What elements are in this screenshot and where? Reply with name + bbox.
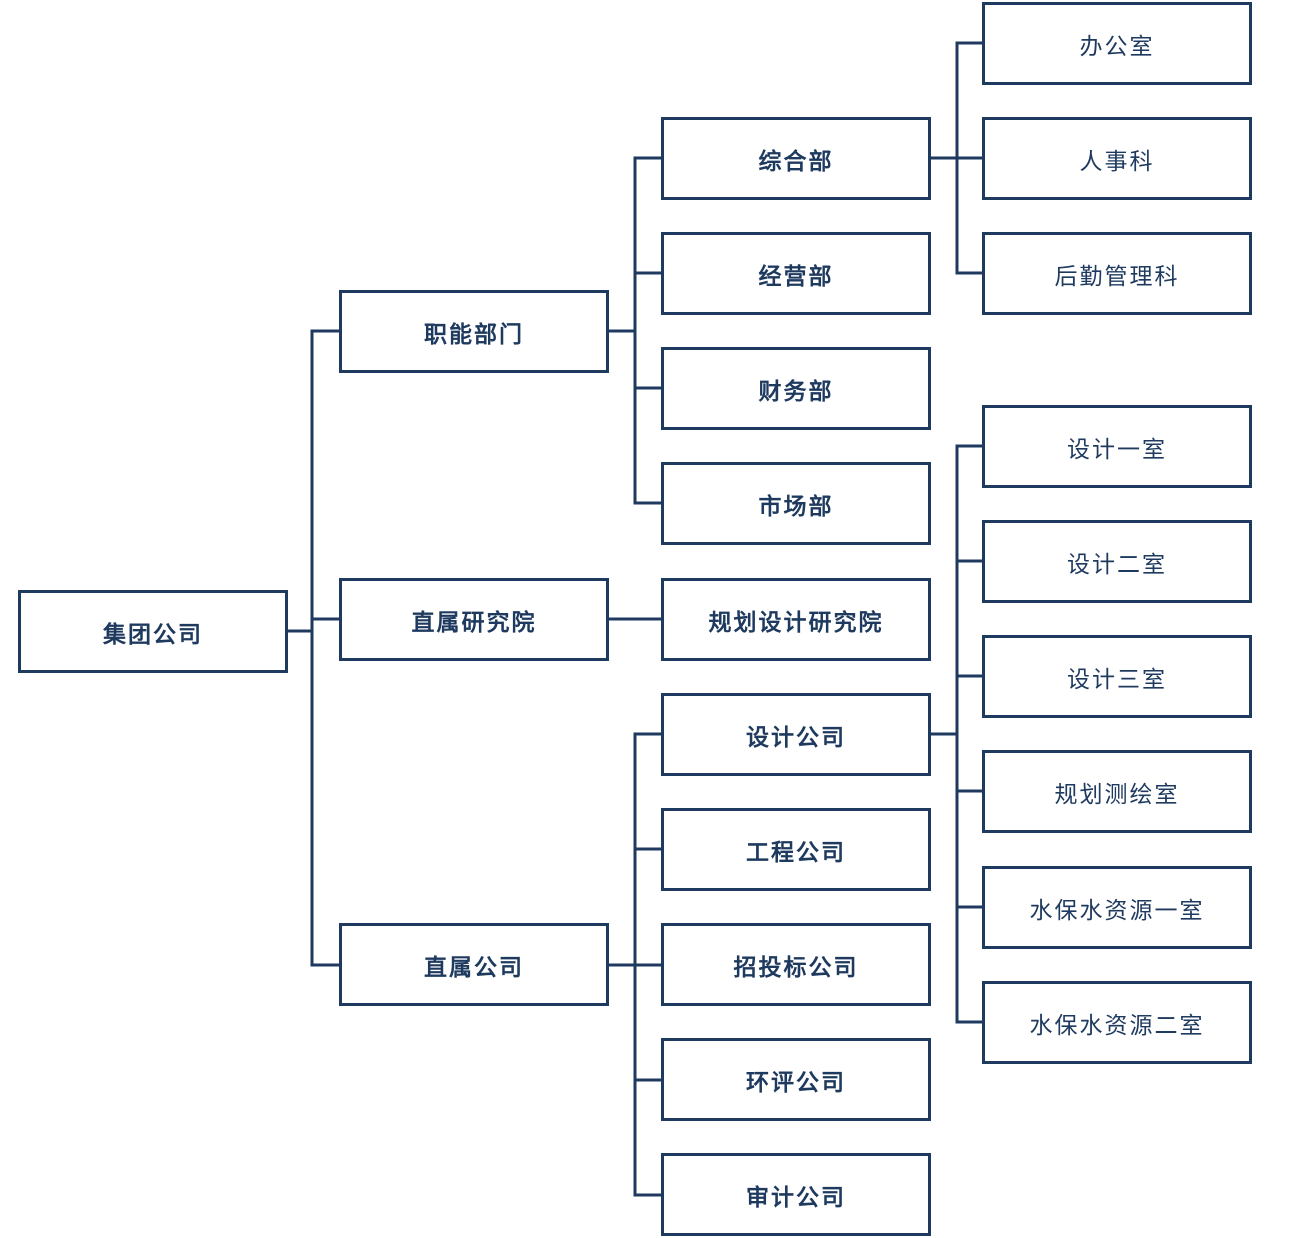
node-water-conservation-office-2: 水保水资源二室 [982, 981, 1252, 1064]
node-environmental-assessment-company: 环评公司 [661, 1038, 931, 1121]
node-label: 水保水资源一室 [1029, 897, 1205, 924]
node-personnel-section: 人事科 [982, 117, 1252, 200]
node-label: 集团公司 [103, 620, 203, 648]
node-finance-department: 财务部 [661, 347, 931, 430]
node-design-office-1: 设计一室 [982, 405, 1252, 488]
node-label: 设计公司 [746, 723, 846, 751]
node-affiliated-institute: 直属研究院 [339, 578, 609, 661]
node-label: 直属研究院 [411, 608, 537, 636]
node-label: 招投标公司 [733, 953, 859, 981]
node-label: 直属公司 [424, 953, 524, 981]
node-label: 设计三室 [1067, 666, 1167, 693]
node-logistics-section: 后勤管理科 [982, 232, 1252, 315]
node-marketing-department: 市场部 [661, 462, 931, 545]
node-label: 经营部 [758, 262, 834, 290]
node-label: 人事科 [1079, 148, 1155, 175]
node-label: 审计公司 [746, 1183, 846, 1211]
node-business-department: 经营部 [661, 232, 931, 315]
node-audit-company: 审计公司 [661, 1153, 931, 1236]
node-engineering-company: 工程公司 [661, 808, 931, 891]
node-label: 综合部 [758, 147, 834, 175]
node-label: 职能部门 [424, 320, 524, 348]
node-label: 办公室 [1079, 33, 1155, 60]
node-group-company: 集团公司 [18, 590, 288, 673]
node-label: 设计二室 [1067, 551, 1167, 578]
node-label: 水保水资源二室 [1029, 1012, 1205, 1039]
node-water-conservation-office-1: 水保水资源一室 [982, 866, 1252, 949]
node-affiliated-companies: 直属公司 [339, 923, 609, 1006]
node-planning-design-institute: 规划设计研究院 [661, 578, 931, 661]
node-design-company: 设计公司 [661, 693, 931, 776]
node-bidding-company: 招投标公司 [661, 923, 931, 1006]
node-label: 工程公司 [746, 838, 846, 866]
node-functional-departments: 职能部门 [339, 290, 609, 373]
node-office: 办公室 [982, 2, 1252, 85]
node-label: 规划设计研究院 [708, 608, 884, 636]
node-label: 财务部 [758, 377, 834, 405]
node-general-department: 综合部 [661, 117, 931, 200]
node-design-office-2: 设计二室 [982, 520, 1252, 603]
node-label: 后勤管理科 [1054, 263, 1180, 290]
node-design-office-3: 设计三室 [982, 635, 1252, 718]
node-label: 市场部 [758, 492, 834, 520]
node-label: 环评公司 [746, 1068, 846, 1096]
node-surveying-office: 规划测绘室 [982, 750, 1252, 833]
node-label: 规划测绘室 [1054, 781, 1180, 808]
node-label: 设计一室 [1067, 436, 1167, 463]
